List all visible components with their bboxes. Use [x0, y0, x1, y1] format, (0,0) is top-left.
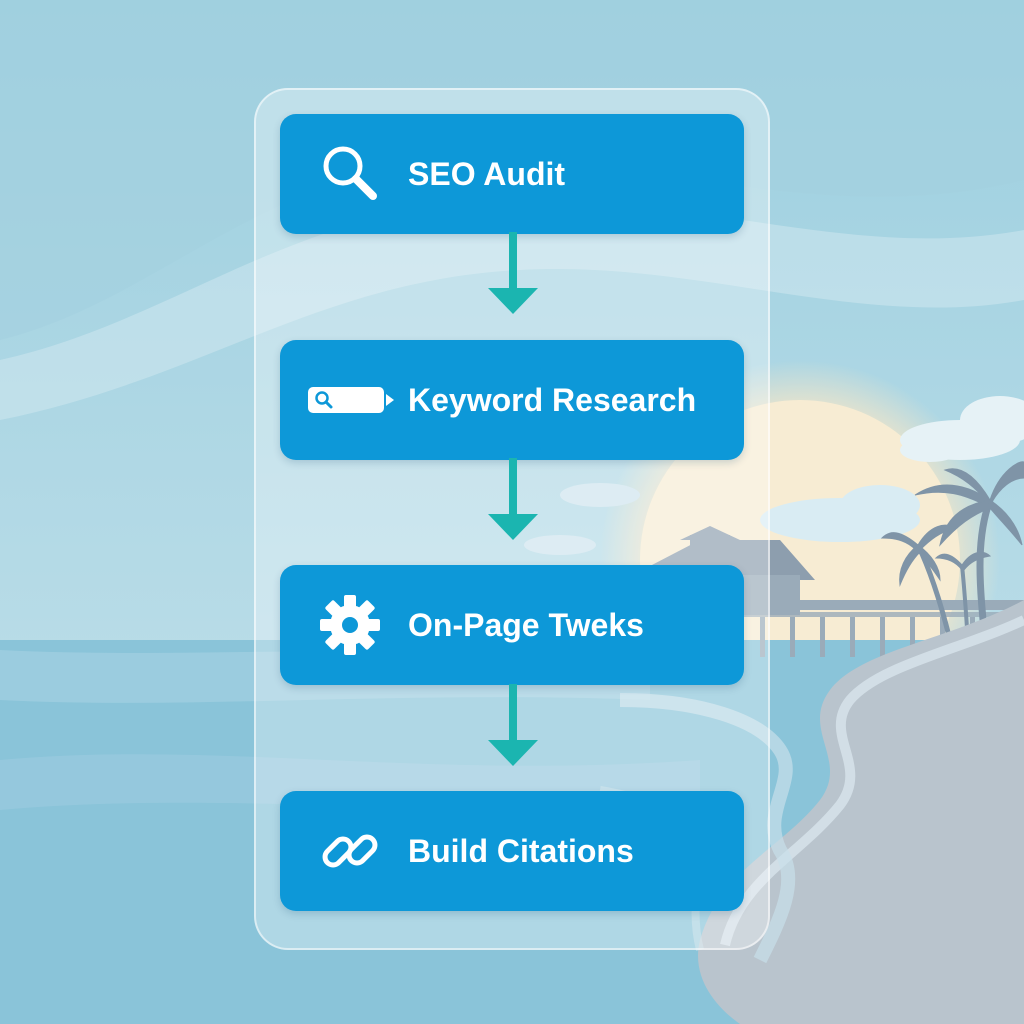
cloud — [760, 485, 920, 542]
arrow-down-icon — [488, 232, 538, 314]
arrow-down-icon — [488, 684, 538, 766]
step-on-page-tweaks[interactable]: On-Page Tweks — [280, 565, 744, 685]
arrow-down-icon — [488, 458, 538, 540]
palm-trees — [880, 461, 1024, 646]
step-keyword-research[interactable]: Keyword Research — [280, 340, 744, 460]
step-label: SEO Audit — [408, 155, 566, 192]
step-build-citations[interactable]: Build Citations — [280, 791, 744, 911]
step-seo-audit[interactable]: SEO Audit — [280, 114, 744, 234]
step-label: On-Page Tweks — [408, 606, 644, 643]
link-chain-icon — [302, 811, 398, 891]
step-label: Build Citations — [408, 832, 634, 869]
search-bar-icon — [302, 360, 398, 440]
gear-icon — [302, 585, 398, 665]
magnifier-icon — [302, 134, 398, 214]
cloud — [900, 396, 1024, 462]
step-label: Keyword Research — [408, 381, 697, 418]
